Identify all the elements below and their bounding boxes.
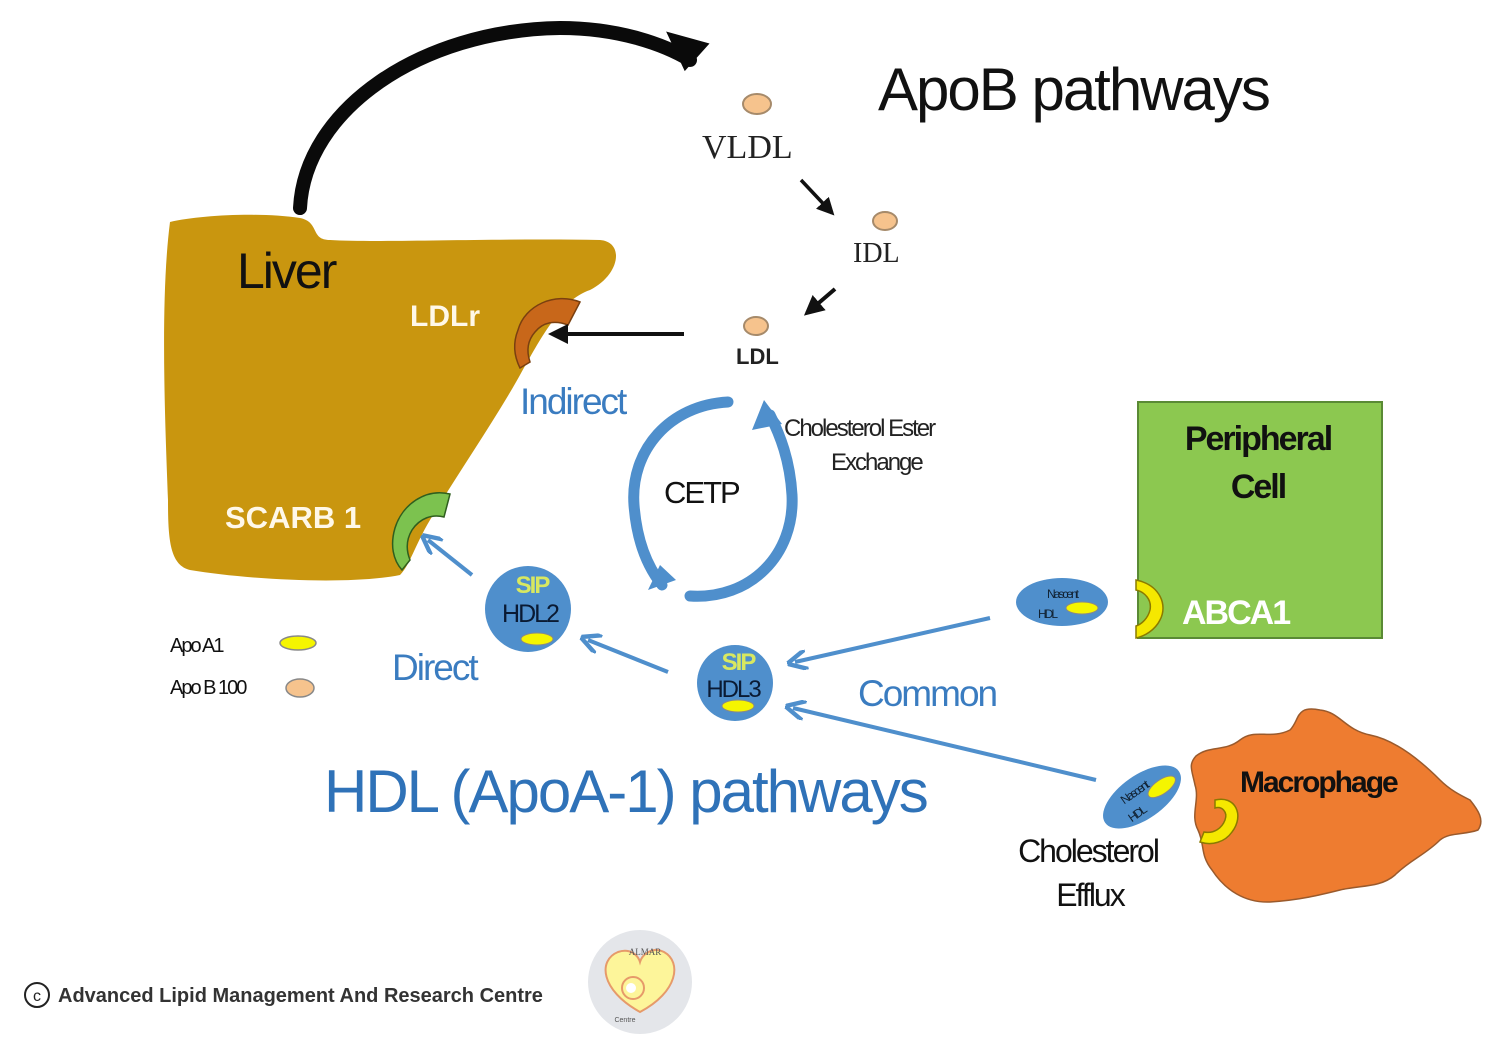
nascent-hdl-macrophage: Nascent HDL [1103, 765, 1181, 829]
copyright-icon [24, 982, 50, 1008]
macrophage-receptor-icon [1199, 798, 1239, 845]
macrophage-label: Macrophage [1240, 766, 1398, 799]
macrophage-to-hdl3-arrow [793, 708, 1097, 782]
ldlr-receptor-icon [513, 297, 582, 370]
idl-to-ldl-arrow [803, 287, 837, 316]
efflux-label-line2: Efflux [1056, 877, 1125, 913]
liver-label: Liver [237, 243, 337, 299]
liver-shape [164, 214, 617, 581]
nascent-hdl-peripheral-line2: HDL [1038, 607, 1058, 621]
hdl3-particle: SIP HDL3 [697, 645, 773, 721]
hdl-pathways-title: HDL (ApoA-1) pathways [324, 758, 927, 825]
vldl-label: VLDL [702, 129, 793, 166]
idl-particle-icon [872, 211, 898, 231]
ldl-particle-icon [743, 316, 769, 336]
hdl3-top-label: SIP [722, 649, 757, 676]
hdl2-particle: SIP HDL2 [485, 566, 571, 652]
copyright-symbol: c [33, 988, 41, 1005]
logo-text-top: ALMAR [629, 947, 662, 957]
hdl3-to-hdl2-arrow [588, 640, 669, 674]
legend: Apo A1 Apo B 100 [170, 635, 317, 699]
footer: c Advanced Lipid Management And Research… [24, 930, 692, 1034]
legend-apob100-icon [285, 678, 315, 698]
cetp-label: CETP [664, 475, 740, 510]
idl-label: IDL [853, 238, 900, 269]
scarb1-receptor-icon [391, 492, 451, 572]
hdl2-bottom-label: HDL2 [502, 600, 559, 628]
hdl2-to-scarb1-arrow [428, 540, 474, 577]
almar-logo: ALMAR Centre [588, 930, 692, 1034]
scarb1-label: SCARB 1 [225, 500, 361, 535]
legend-apoa1-icon [279, 635, 317, 651]
vldl-to-idl-arrow [799, 178, 835, 216]
logo-text-bottom: Centre [614, 1017, 635, 1024]
vldl-particle-icon [742, 93, 772, 115]
ce-exchange-label-line1: Cholesterol Ester [784, 415, 936, 442]
apoa1-icon [1147, 775, 1176, 799]
apob-pathways-title: ApoB pathways [878, 56, 1269, 123]
organization-name: Advanced Lipid Management And Research C… [58, 985, 543, 1007]
legend-apoa1-label: Apo A1 [170, 635, 224, 657]
nascent-hdl-peripheral-line1: Nascent [1047, 587, 1080, 601]
hdl3-bottom-label: HDL3 [706, 676, 761, 703]
abca1-label: ABCA1 [1182, 594, 1290, 632]
ldl-label: LDL [736, 344, 779, 369]
peripheral-cell-label-line1: Peripheral [1185, 420, 1332, 458]
apoa1-icon [1065, 601, 1099, 615]
ldlr-label: LDLr [410, 300, 480, 333]
common-label: Common [858, 673, 997, 714]
peripheral-cell-box [1137, 401, 1383, 639]
nascent-hdl-peripheral: Nascent HDL [1016, 578, 1108, 626]
indirect-label: Indirect [520, 381, 628, 422]
cetp-cycle [628, 396, 798, 602]
macrophage-shape [1190, 708, 1482, 903]
legend-apob100-label: Apo B 100 [170, 677, 247, 699]
direct-label: Direct [392, 647, 479, 688]
peripheral-to-hdl3-arrow [795, 616, 991, 662]
apoa1-icon [721, 699, 755, 713]
efflux-label-line1: Cholesterol [1018, 833, 1158, 869]
abca1-receptor-icon [1135, 579, 1164, 639]
ce-exchange-label-line2: Exchange [831, 449, 923, 476]
hdl2-top-label: SIP [516, 572, 551, 599]
peripheral-cell-label-line2: Cell [1231, 468, 1286, 506]
apoa1-icon [520, 632, 554, 646]
secretion-arrow [293, 20, 710, 215]
